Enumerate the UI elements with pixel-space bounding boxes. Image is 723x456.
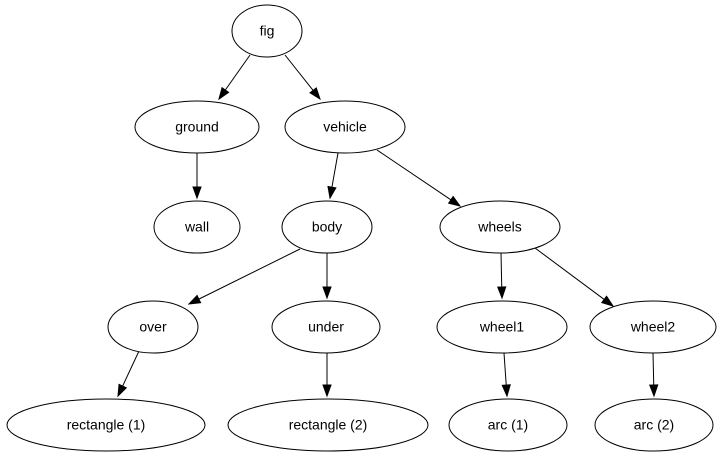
node-label: vehicle — [323, 119, 367, 135]
edge-ground-to-wall — [192, 153, 202, 200]
edge-fig-to-ground — [218, 54, 251, 101]
node-shape-ellipse[interactable] — [594, 398, 714, 452]
edge-body-to-under — [322, 253, 332, 300]
edge-wheel2-to-arc2 — [649, 352, 659, 398]
arrowhead-icon — [187, 294, 202, 305]
node-wheel2[interactable]: wheel2 — [589, 300, 717, 354]
edge-vehicle-to-wheels — [376, 149, 462, 207]
arrowhead-icon — [192, 186, 202, 200]
node-label: rectangle (2) — [289, 417, 368, 433]
edges-layer — [117, 54, 659, 398]
edge-line — [284, 54, 314, 91]
node-wheels[interactable]: wheels — [439, 200, 561, 254]
node-wheel1[interactable]: wheel1 — [436, 300, 568, 354]
arrowhead-icon — [649, 384, 659, 398]
node-label: under — [308, 319, 344, 335]
node-label: body — [312, 219, 342, 235]
arrowhead-icon — [322, 286, 332, 300]
node-shape-ellipse[interactable] — [284, 100, 406, 154]
node-label: rectangle (1) — [67, 417, 146, 433]
node-under[interactable]: under — [271, 300, 381, 354]
node-label: arc (1) — [488, 417, 528, 433]
node-label: over — [139, 319, 167, 335]
edge-line — [122, 350, 140, 387]
node-shape-ellipse[interactable] — [231, 4, 303, 58]
edge-fig-to-vehicle — [284, 54, 321, 101]
node-arc1[interactable]: arc (1) — [448, 398, 568, 452]
node-over[interactable]: over — [107, 300, 199, 354]
node-shape-ellipse[interactable] — [271, 300, 381, 354]
arrowhead-icon — [327, 185, 337, 200]
node-body[interactable]: body — [281, 200, 373, 254]
edge-vehicle-to-body — [327, 152, 339, 200]
arrowhead-icon — [218, 86, 230, 101]
node-ground[interactable]: ground — [134, 100, 260, 154]
edge-wheel1-to-arc1 — [501, 352, 511, 398]
node-shape-ellipse[interactable] — [439, 200, 561, 254]
node-rectangle2[interactable]: rectangle (2) — [227, 398, 429, 452]
node-shape-ellipse[interactable] — [6, 398, 206, 452]
arrowhead-icon — [447, 195, 462, 207]
arrowhead-icon — [600, 295, 615, 307]
node-shape-ellipse[interactable] — [436, 300, 568, 354]
edge-line — [224, 54, 251, 91]
edge-line — [534, 247, 605, 300]
node-shape-ellipse[interactable] — [153, 200, 241, 254]
edge-line — [503, 352, 507, 386]
node-vehicle[interactable]: vehicle — [284, 100, 406, 154]
node-shape-ellipse[interactable] — [227, 398, 429, 452]
node-fig[interactable]: fig — [231, 4, 303, 58]
nodes-layer: fig ground vehicle wall body wheels over under w… — [6, 4, 717, 452]
edge-line — [331, 152, 339, 188]
node-label: wheel1 — [479, 319, 525, 335]
arrowhead-icon — [117, 383, 128, 398]
edge-body-to-over — [187, 248, 301, 305]
node-label: arc (2) — [634, 417, 674, 433]
edge-wheels-to-wheel1 — [497, 252, 507, 300]
node-rectangle1[interactable]: rectangle (1) — [6, 398, 206, 452]
node-arc2[interactable]: arc (2) — [594, 398, 714, 452]
arrowhead-icon — [309, 87, 321, 101]
edge-line — [500, 252, 503, 288]
node-shape-ellipse[interactable] — [448, 398, 568, 452]
edge-over-to-rectangle1 — [117, 350, 140, 398]
arrowhead-icon — [501, 384, 511, 398]
edge-wheels-to-wheel2 — [534, 247, 615, 307]
node-shape-ellipse[interactable] — [281, 200, 373, 254]
edge-under-to-rectangle2 — [322, 353, 332, 398]
arrowhead-icon — [497, 286, 507, 300]
node-label: wall — [184, 219, 209, 235]
edge-line — [376, 149, 452, 201]
edge-line — [652, 352, 655, 386]
node-label: ground — [175, 119, 219, 135]
node-label: wheels — [477, 219, 522, 235]
arrowhead-icon — [322, 384, 332, 398]
node-label: wheel2 — [630, 319, 676, 335]
node-shape-ellipse[interactable] — [589, 300, 717, 354]
node-shape-ellipse[interactable] — [134, 100, 260, 154]
edge-line — [198, 248, 301, 300]
node-shape-ellipse[interactable] — [107, 300, 199, 354]
node-label: fig — [260, 23, 275, 39]
node-wall[interactable]: wall — [153, 200, 241, 254]
